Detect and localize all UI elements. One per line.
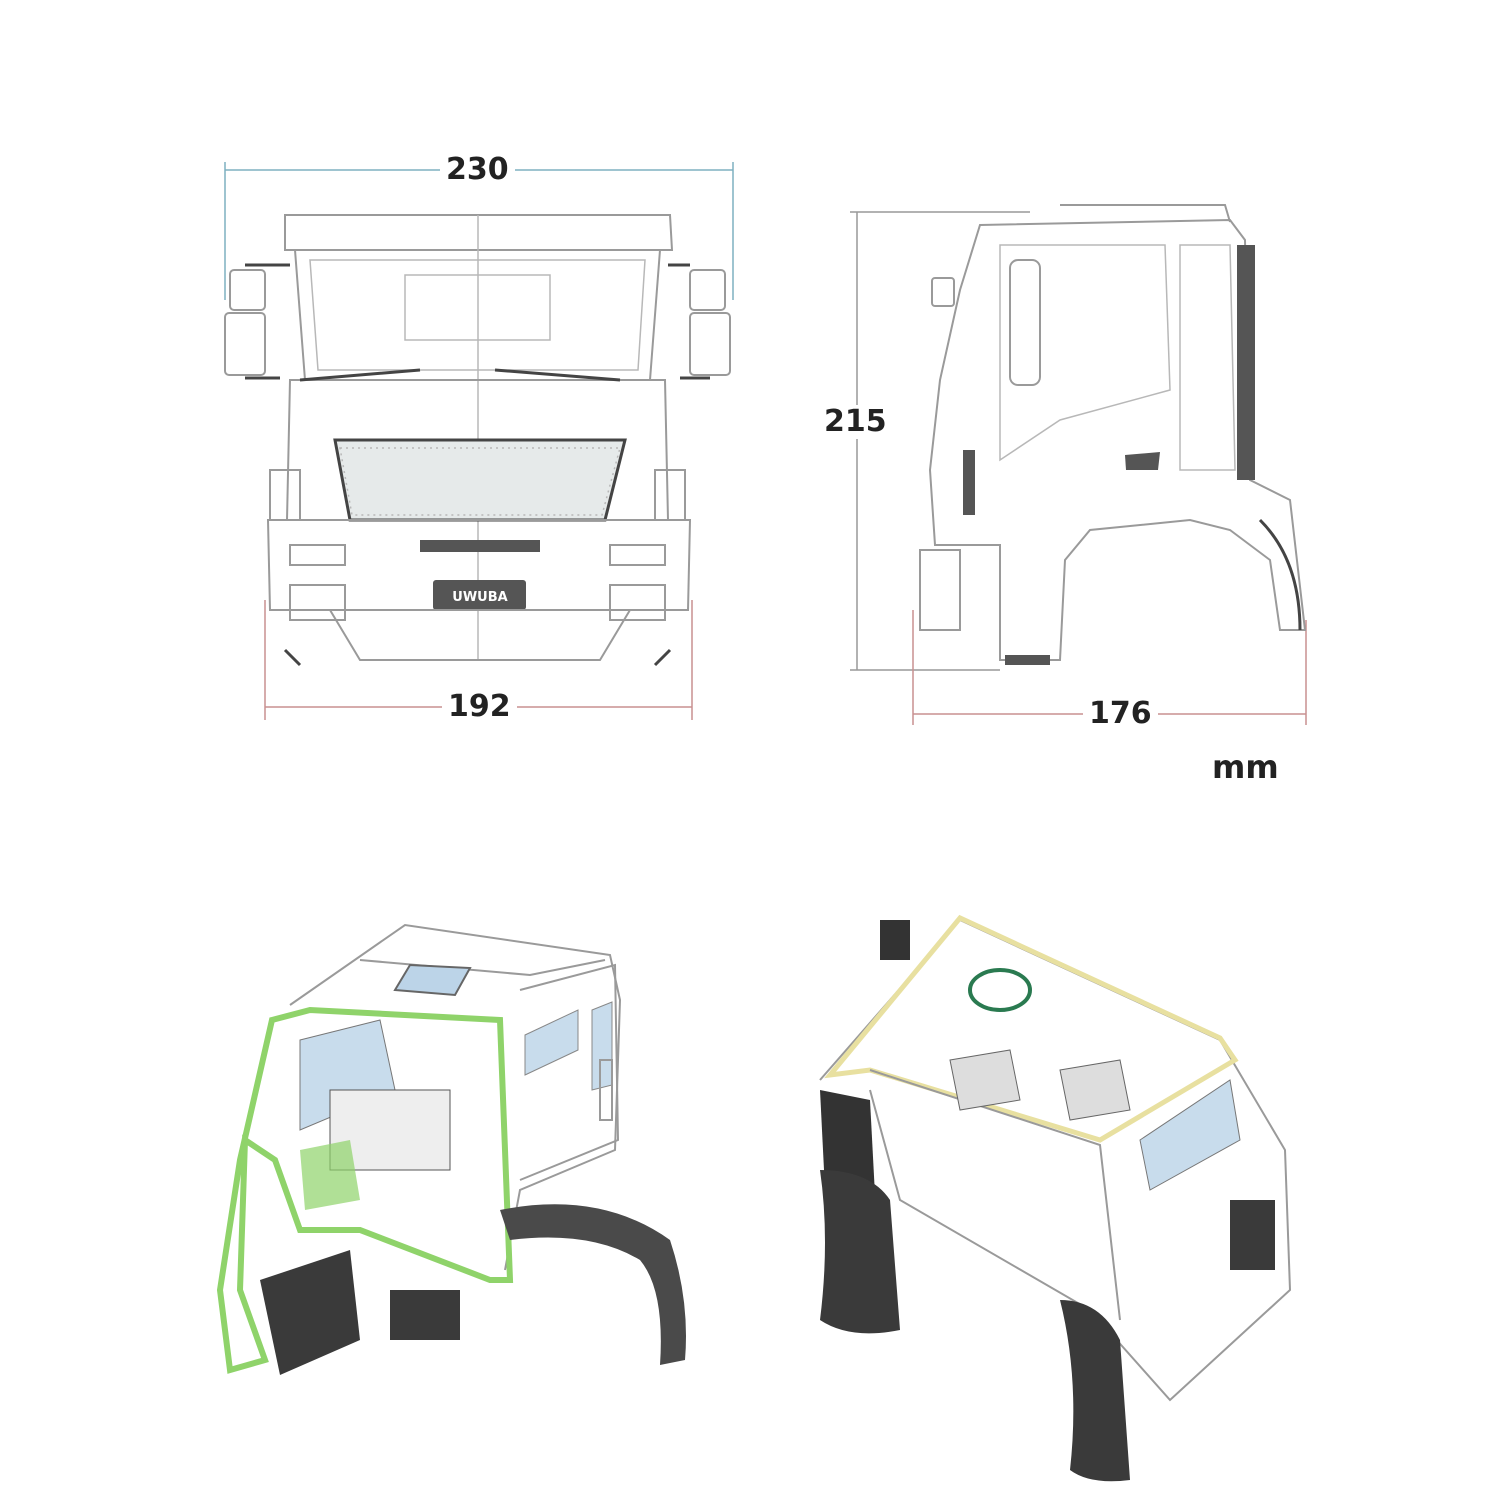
side-length-label: 176 bbox=[1083, 697, 1158, 731]
front-bottom-width-label: 192 bbox=[442, 690, 517, 724]
side-height-dimension-line bbox=[850, 211, 1030, 671]
grille-logo: UWUBA bbox=[452, 590, 507, 605]
side-height-label: 215 bbox=[818, 405, 893, 439]
iso-view-left-cutaway bbox=[216, 923, 686, 1375]
front-width-label: 230 bbox=[440, 153, 515, 187]
iso-view-right-cutaway bbox=[819, 914, 1292, 1482]
side-view-cab bbox=[919, 204, 1307, 665]
front-view-cab bbox=[224, 214, 731, 667]
unit-label: mm bbox=[1212, 748, 1279, 786]
